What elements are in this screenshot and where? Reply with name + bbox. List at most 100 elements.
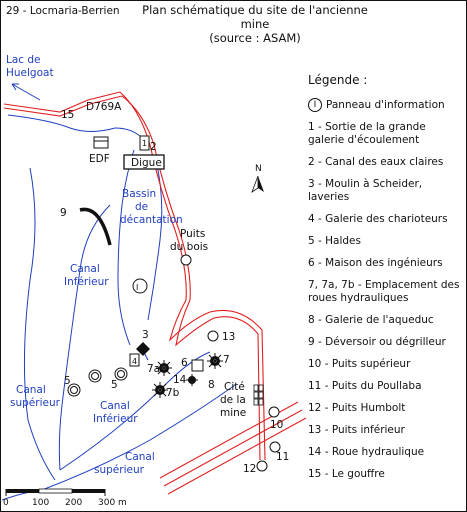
legend-item-1: 1 - Sortie de la grande galerie d'écoule… [308,121,426,146]
road-d769a-a [3,91,121,113]
maison-ingenieurs-marker [191,359,204,372]
legend-item-4: 4 - Galerie des charioteurs [308,213,448,225]
legend-item-9: 9 - Déversoir ou dégrilleur [308,336,446,348]
cite-label-2: de la [220,394,246,406]
road-main-a [119,91,187,301]
map-label-5a: 5 [64,375,71,387]
road-network [3,91,307,495]
road-main-b [121,95,191,301]
puits-bois-label-1: Puits [180,228,205,240]
cite-label-3: mine [220,407,246,419]
canal-inferieur-left [58,204,111,471]
lake-arrow-line [11,83,41,101]
puits-humbolt-marker [256,460,268,472]
road-south-c [167,417,307,495]
north-label: N [255,164,262,174]
wheel-7-marker [207,353,223,369]
edf-label: EDF [89,153,110,165]
canal-superieur-west [23,167,56,481]
legend-item-14: 14 - Roue hydraulique [308,446,425,458]
road-loop-a [168,299,266,461]
info-panel-icon: I [308,98,322,112]
moulin-marker [136,342,150,356]
canal-superieur-2-label-1: Canal [125,451,155,463]
halde-marker-2 [67,383,81,397]
scale-300: 300 m [98,498,127,508]
scale-bar [5,488,106,496]
gallery-exit-marker [139,135,150,151]
map-label-9: 9 [60,207,67,219]
map-label-12: 12 [243,463,256,475]
legend-item-10: 10 - Puits supérieur [308,358,411,370]
legend-item-7: 7, 7a, 7b - Emplacement des roues hydrau… [308,279,460,304]
deversoir-mark [79,207,112,246]
legend-item-13: 13 - Puits inférieur [308,424,405,436]
legend-item-2: 2 - Canal des eaux claires [308,156,444,168]
bassin-label-3: décantation [120,214,183,226]
canal-superieur-lower [41,384,236,491]
road-south-b [163,409,303,487]
map-label-10: 10 [270,419,283,431]
edf-building [93,136,109,149]
lake-label-1: Lac de [6,54,41,66]
road-loop-b [175,299,261,461]
map-label-5b: 5 [111,379,118,391]
lake-label-2: Huelgoat [6,67,54,79]
map-label-3: 3 [142,329,149,341]
map-label-7a: 7a [147,363,160,375]
legend-info-label: Panneau d'information [326,98,445,111]
halde-marker-1-inner [91,372,99,380]
map-legend: Légende : I Panneau d'information 1 - So… [308,74,464,490]
bassin-label-1: Bassin [122,188,156,200]
legend-item-12: 12 - Puits Humbolt [308,402,406,414]
map-label-2: 2 [150,141,157,153]
river-to-digue [114,127,141,137]
digue-box [123,154,165,170]
legend-title: Légende : [308,73,368,87]
canal-superieur-1-label-2: supérieur [10,397,61,409]
halde-marker-3-inner [117,370,125,378]
puits-poullaba-marker [269,441,281,453]
map-label-11: 11 [276,451,289,463]
wheel-7b-marker [152,382,168,398]
puits-inferieur-marker [207,330,219,342]
canal-inferieur-1-label-1: Canal [70,263,100,275]
map-label-1: 1 [142,139,147,148]
cite-label-1: Cité [224,381,245,393]
legend-item-3: 3 - Moulin à Scheider, laveries [308,178,423,203]
legend-item-info: I Panneau d'information [308,98,464,112]
map-label-15: 15 [61,109,74,121]
scale-100: 100 [32,498,49,508]
map-label-7: 7 [223,354,230,366]
edf-box [93,136,109,149]
map-label-6: 6 [181,357,188,369]
puits-bois-label-2: du bois [170,241,208,253]
north-arrow [251,175,264,194]
legend-item-5: 5 - Haldes [308,235,361,247]
wheel-14-marker [186,374,198,386]
location-label: 29 - Locmaria-Berrien [6,5,120,17]
map-title: Plan schématique du site de l'ancienne m… [130,3,380,45]
scale-0: 0 [3,498,9,508]
road-label: D769A [86,101,122,113]
puits-du-bois-marker [180,254,192,266]
galerie-charioteurs-marker [129,353,140,367]
halde-marker-2-inner [70,386,78,394]
canal-superieur-2-label-2: supérieur [94,464,145,476]
info-panel-marker [132,278,148,294]
legend-item-8: 8 - Galerie de l'aqueduc [308,314,434,326]
map-label-8: 8 [208,379,215,391]
map-label-4: 4 [132,357,137,366]
title-line-2: (source : ASAM) [209,31,301,45]
legend-item-6: 6 - Maison des ingénieurs [308,257,443,269]
water-network [1,83,236,501]
digue-label: Digue [131,157,162,169]
canal-inferieur-2-label-1: Canal [100,400,130,412]
map-label-13: 13 [222,331,235,343]
halde-marker-3 [114,367,128,381]
bassin-label-2: de [135,201,148,213]
scale-200: 200 [65,498,82,508]
cite-buildings [253,384,264,406]
